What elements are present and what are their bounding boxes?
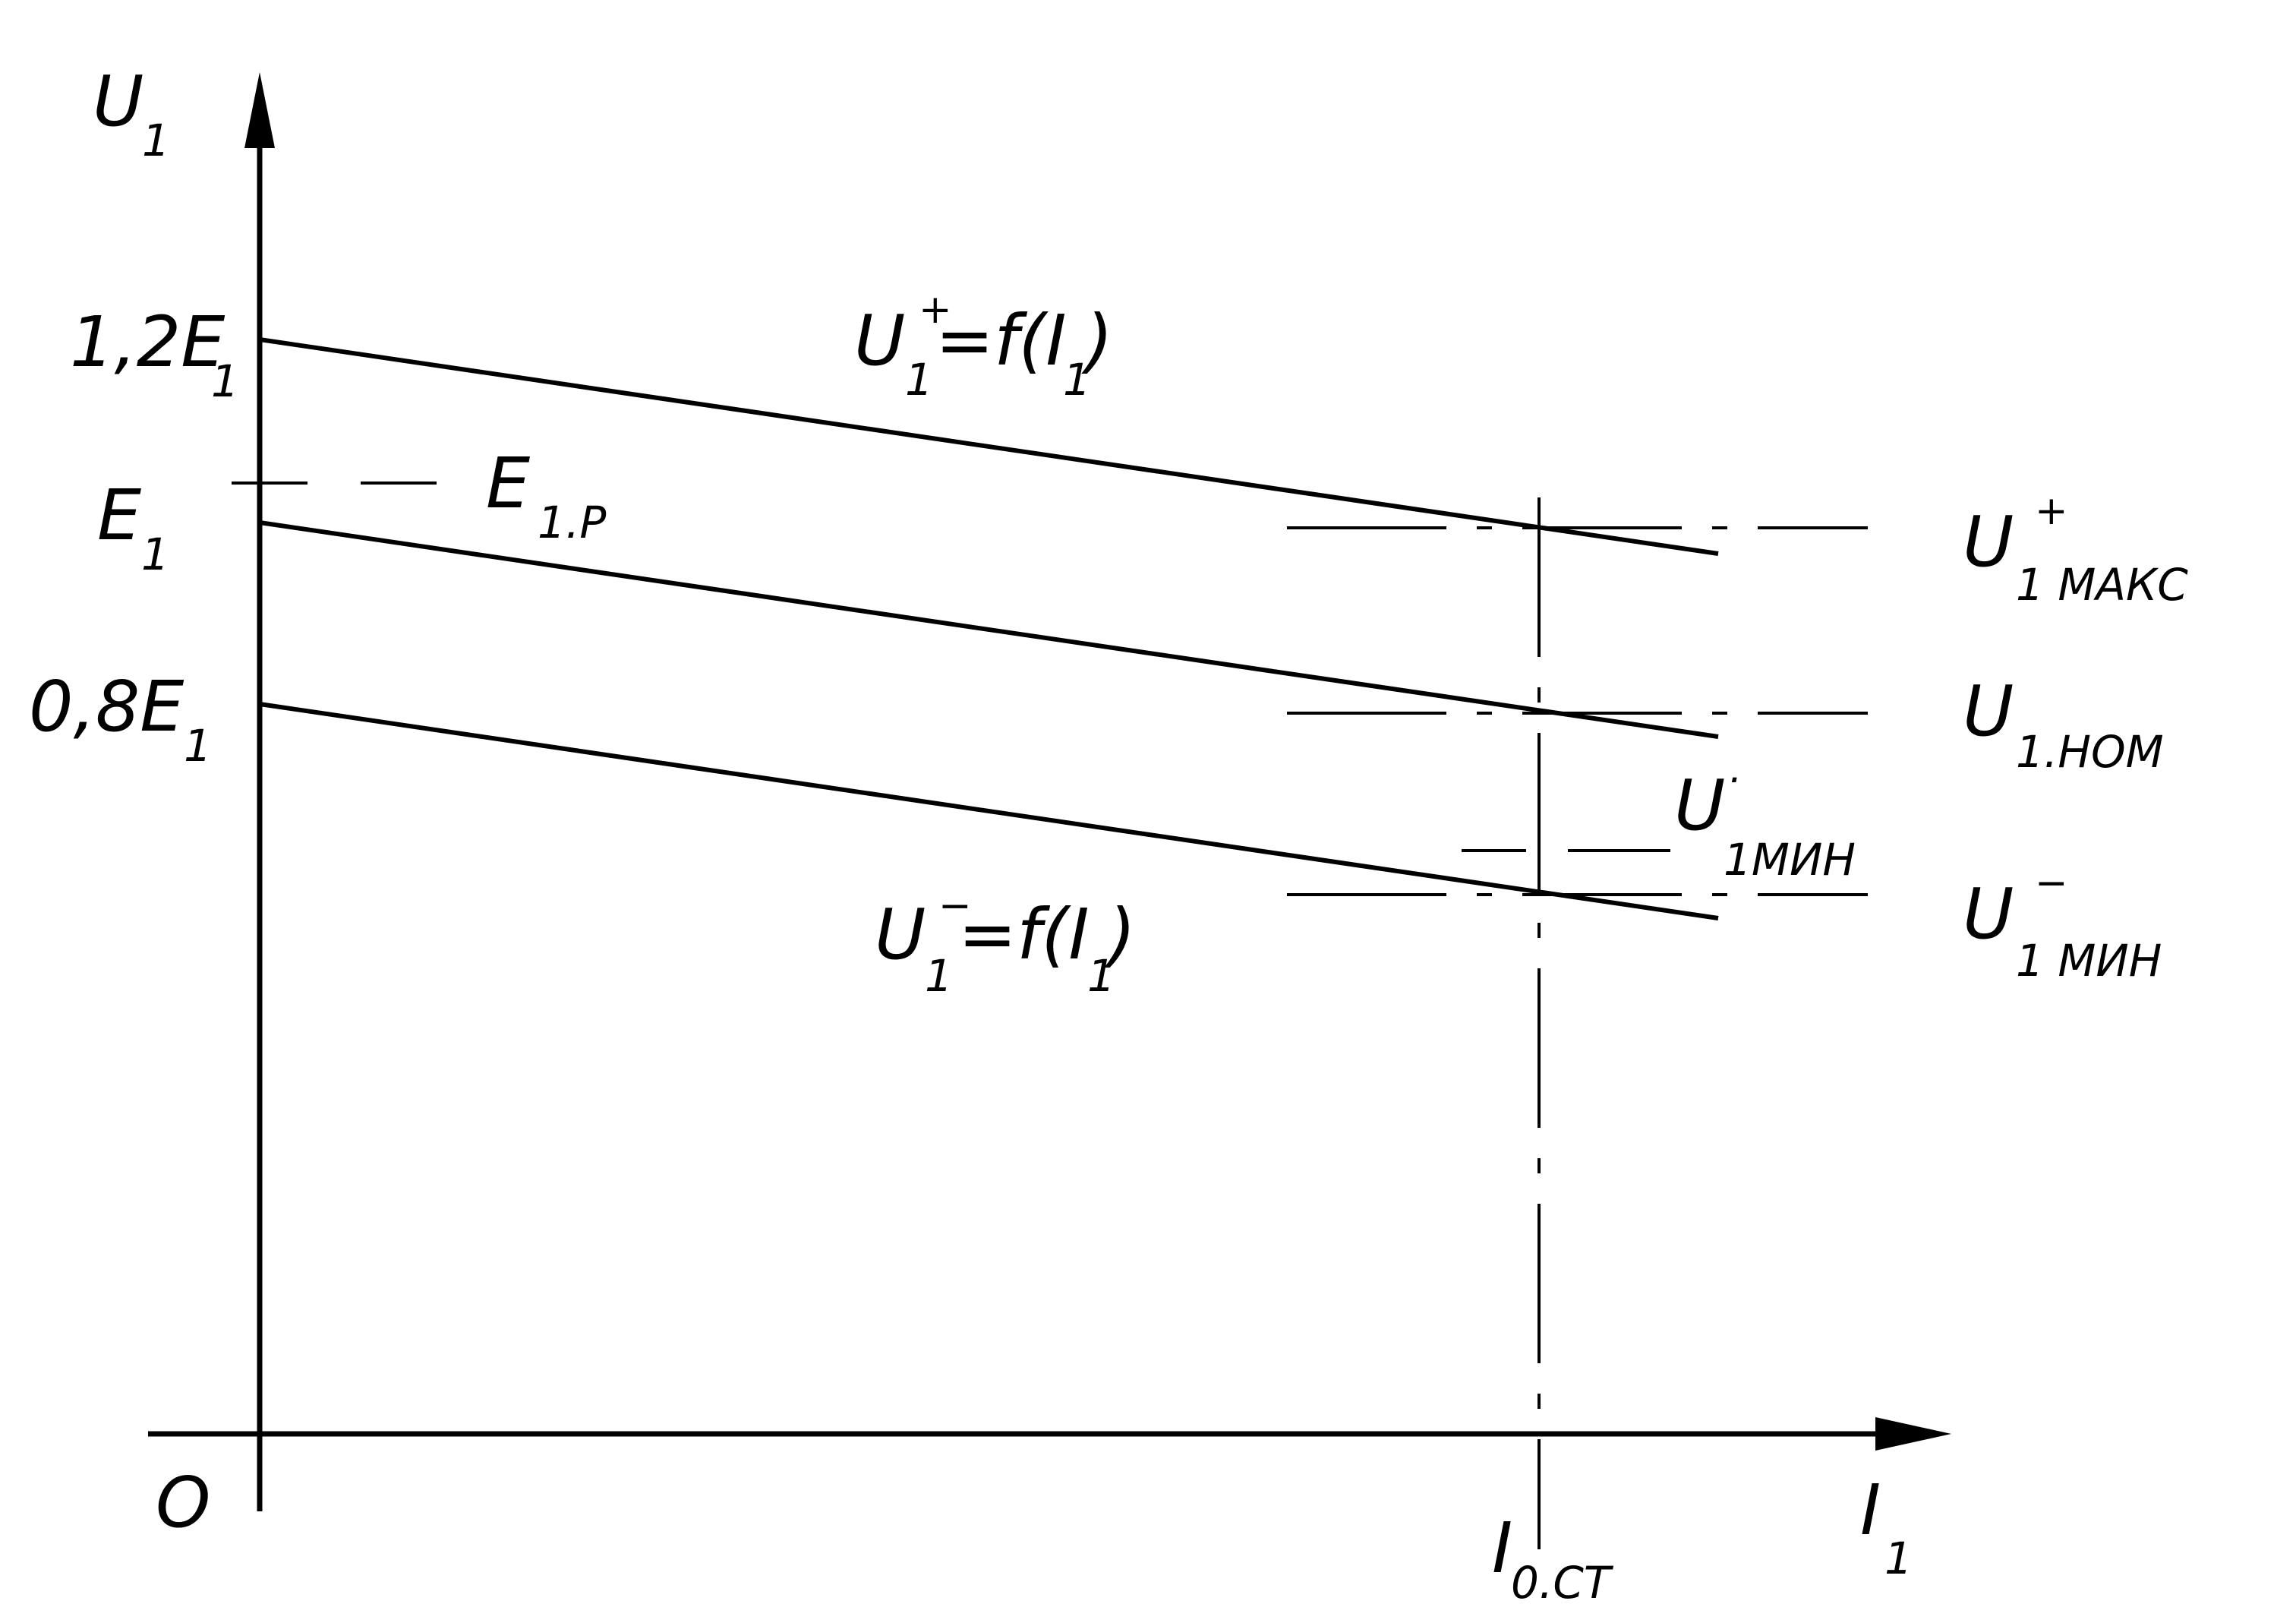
svg-text:U: U xyxy=(1674,765,1725,846)
svg-text:U: U xyxy=(1963,501,2014,583)
svg-text:1: 1 xyxy=(141,529,169,580)
svg-text:1: 1 xyxy=(184,720,212,772)
nominal-characteristic-line xyxy=(259,520,1719,739)
y-axis xyxy=(244,72,275,1511)
u1-max-label: U + 1 МАКС xyxy=(1963,488,2188,611)
svg-text:U: U xyxy=(854,300,905,381)
svg-text:I: I xyxy=(1492,1508,1512,1589)
svg-text:U: U xyxy=(1963,873,2014,955)
svg-text:): ) xyxy=(1081,300,1113,381)
svg-text:): ) xyxy=(1104,894,1136,975)
y-tick-e1: E 1 xyxy=(97,475,169,580)
svg-text:1.P: 1.P xyxy=(538,497,606,548)
svg-text:+: + xyxy=(919,287,952,333)
e1p-label: E 1.P xyxy=(486,443,606,548)
svg-text:−: − xyxy=(2035,860,2068,906)
u1-min-label: U − 1 МИН xyxy=(1963,860,2162,987)
svg-text:U: U xyxy=(93,61,144,142)
lower-characteristic-line xyxy=(259,702,1719,920)
svg-text:1: 1 xyxy=(905,354,933,406)
svg-text:=f(I: =f(I xyxy=(935,300,1067,381)
u1-nom-label: U 1.НОМ xyxy=(1963,671,2164,778)
x-tick-i0ct: I 0.CT xyxy=(1492,1508,1614,1604)
svg-text:I: I xyxy=(1860,1470,1881,1551)
svg-text:−: − xyxy=(938,883,972,929)
svg-text:1: 1 xyxy=(1063,354,1091,406)
x-axis-label: I 1 xyxy=(1860,1470,1913,1584)
lower-curve-label: U − 1 =f(I 1 ) xyxy=(875,883,1136,1002)
svg-text:E: E xyxy=(486,443,530,524)
svg-text:1 МИН: 1 МИН xyxy=(2016,935,2162,987)
x-axis xyxy=(148,1417,1951,1451)
y-tick-1-2e1: 1,2E 1 xyxy=(70,302,239,407)
svg-text:+: + xyxy=(2035,488,2068,534)
svg-text:1: 1 xyxy=(142,115,170,166)
svg-text:1МИН: 1МИН xyxy=(1724,834,1856,886)
svg-text:0,8E: 0,8E xyxy=(29,666,184,747)
svg-text:=f(I: =f(I xyxy=(958,894,1090,975)
origin-label: O xyxy=(156,1462,210,1543)
svg-text:U: U xyxy=(875,894,926,975)
svg-text:1: 1 xyxy=(211,355,239,407)
y-tick-0-8e1: 0,8E 1 xyxy=(29,666,212,772)
svg-text:1.НОМ: 1.НОМ xyxy=(2016,726,2164,778)
upper-characteristic-line xyxy=(259,337,1719,556)
svg-text:1: 1 xyxy=(1884,1533,1913,1584)
svg-text:1,2E: 1,2E xyxy=(70,302,225,383)
y-axis-arrow-icon xyxy=(244,72,275,148)
svg-text:1: 1 xyxy=(925,950,953,1002)
svg-text:0.CT: 0.CT xyxy=(1511,1557,1614,1604)
svg-text:1 МАКС: 1 МАКС xyxy=(2016,559,2188,611)
svg-text:U: U xyxy=(1963,671,2014,752)
svg-text:·: · xyxy=(1727,758,1740,804)
u1min-dot-label: U · 1МИН xyxy=(1674,758,1856,886)
svg-text:E: E xyxy=(97,475,141,556)
y-axis-label: U 1 xyxy=(93,61,170,166)
svg-text:1: 1 xyxy=(1087,950,1115,1002)
x-axis-arrow-icon xyxy=(1875,1417,1951,1451)
upper-curve-label: U + 1 =f(I 1 ) xyxy=(854,287,1113,406)
